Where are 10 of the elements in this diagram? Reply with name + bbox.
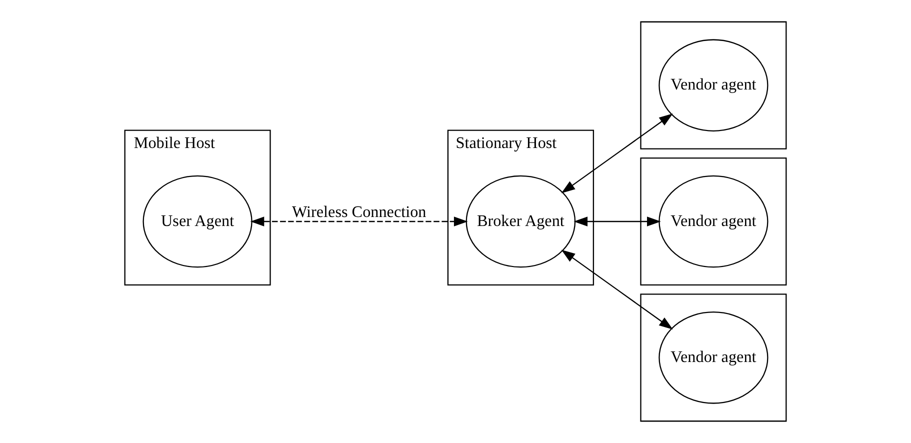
edge-label: Wireless Connection	[292, 204, 426, 222]
node-ellipse: User Agent	[142, 175, 252, 268]
node-ellipse: Vendor agent	[658, 175, 768, 268]
cluster	[640, 21, 787, 150]
arrow	[561, 250, 673, 330]
arrow	[561, 113, 673, 194]
cluster	[640, 294, 787, 422]
arrow	[574, 216, 661, 226]
arrow	[250, 216, 468, 226]
cluster	[640, 157, 787, 286]
